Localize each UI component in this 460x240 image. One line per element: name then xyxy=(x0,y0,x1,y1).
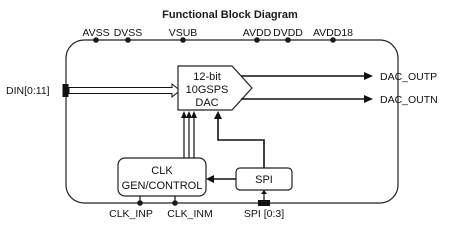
pin-dot-clk-inp xyxy=(137,200,143,206)
clk-to-dac-arrow-3 xyxy=(191,111,197,118)
spi-to-dac-arrow xyxy=(214,111,222,119)
pin-label-avdd: AVDD xyxy=(243,27,272,39)
pin-dot-clk-inm xyxy=(172,200,178,206)
pin-label-dvdd: DVDD xyxy=(273,27,303,39)
pin-dot-avss xyxy=(93,37,99,43)
dac-label-line2: 10GSPS xyxy=(186,84,229,96)
pin-label-dac-outn: DAC_OUTN xyxy=(380,94,438,106)
clk-block-label-line2: GEN/CONTROL xyxy=(122,180,203,192)
spi-input-arrow xyxy=(261,190,267,194)
clk-to-dac-arrow-2 xyxy=(186,111,192,118)
pin-dot-avdd18 xyxy=(330,37,336,43)
pin-spi xyxy=(258,200,270,206)
clk-to-dac-arrow-1 xyxy=(181,111,187,118)
pin-label-clk-inp: CLK_INP xyxy=(109,208,153,220)
dac-label-line3: DAC xyxy=(195,97,218,109)
spi-to-dac-wire xyxy=(217,119,265,168)
clk-block-label-line1: CLK xyxy=(151,165,173,177)
din-bus-arrow xyxy=(68,82,181,99)
pin-label-vsub: VSUB xyxy=(169,27,198,39)
pin-dot-dvss xyxy=(125,37,131,43)
pin-label-dvss: DVSS xyxy=(114,27,143,39)
spi-to-clk-arrow xyxy=(206,175,214,183)
pin-label-avdd18: AVDD18 xyxy=(313,27,353,39)
pin-label-din: DIN[0:11] xyxy=(6,85,50,97)
pin-label-dac-outp: DAC_OUTP xyxy=(380,71,437,83)
pin-din xyxy=(62,84,69,97)
clk-gen-control-block xyxy=(117,157,207,197)
spi-block-label: SPI xyxy=(255,174,273,186)
pin-label-spi: SPI [0:3] xyxy=(244,208,284,220)
pin-label-avss: AVSS xyxy=(82,27,109,39)
output-arrow-outn xyxy=(364,95,373,103)
diagram-title: Functional Block Diagram xyxy=(162,9,298,21)
pin-dot-dvdd xyxy=(285,37,291,43)
functional-block-diagram: Functional Block Diagram AVSS DVSS VSUB … xyxy=(6,9,438,220)
pin-dot-vsub xyxy=(180,37,186,43)
dac-label-line1: 12-bit xyxy=(193,71,221,83)
output-arrow-outp xyxy=(364,72,373,80)
pin-label-clk-inm: CLK_INM xyxy=(167,208,213,220)
pin-dot-avdd xyxy=(254,37,260,43)
